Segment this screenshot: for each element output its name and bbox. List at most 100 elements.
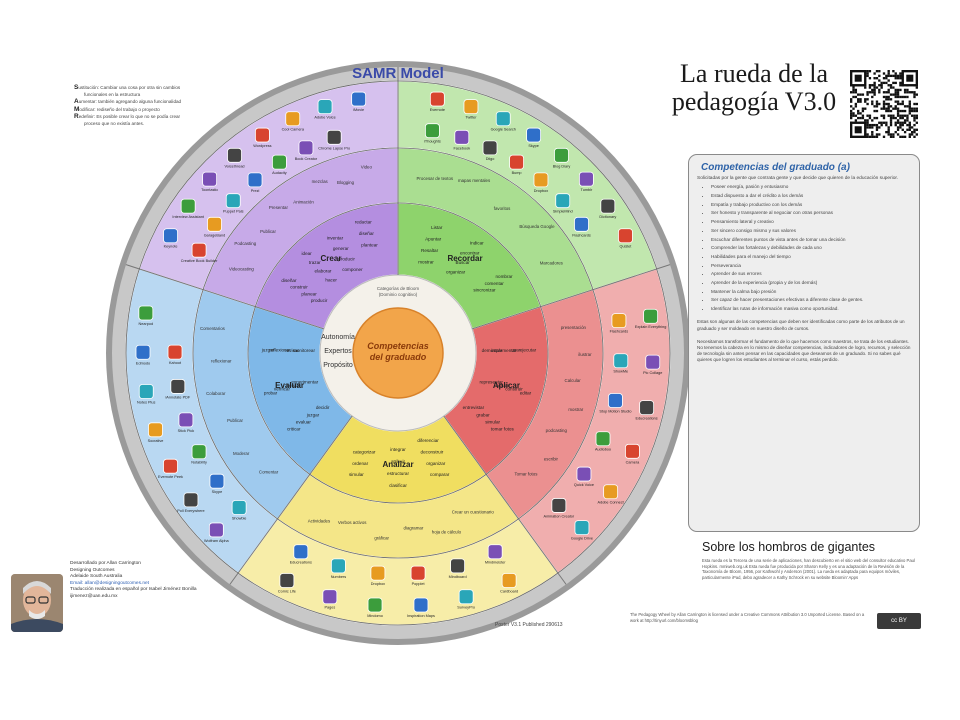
app-icon: Adobe Voice [314,99,336,120]
verb-label: nombrar [495,274,513,279]
bloom-caption: Categorías de Bloom [377,286,420,291]
app-label: Book Creator [295,157,318,161]
verb-label: tomar fotos [491,427,515,432]
verb-label: diferenciar [417,438,439,443]
samr-initial: M [74,105,80,113]
wheel-ring-line [125,80,671,626]
verb-label: simular [349,472,364,477]
app-label: Adobe Connect [598,501,625,505]
app-icon-tile [207,216,222,232]
app-label: Skype [212,490,223,494]
app-icon: Audioboo [595,431,611,452]
samr-legend-line: Sustitución: Cambiar una cosa por otra s… [74,84,274,91]
app-icon: Creative Book Builder [181,242,218,263]
activity-label: Podcasting [234,241,256,246]
app-label: Interview Assistant [172,215,204,219]
app-icon: Dictionary [599,198,616,219]
verb-label: comparar [430,472,450,477]
author-credits: Desarrollado por Allan Carrington Design… [70,561,220,601]
author-location: Adelaide South Australia [70,574,123,580]
app-icon: Audacity [272,154,287,175]
competencia-item: Escuchar diferentes puntos de vista ante… [711,237,911,243]
title-line-1: La rueda de la [680,59,828,88]
app-icon-tile [429,91,445,107]
verb-label: construir [505,387,523,392]
activity-label: Animación [293,199,314,204]
app-label: Adobe Voice [314,116,335,120]
license-text[interactable]: The Pedagogy Wheel by Allan Carrington i… [630,612,865,623]
verb-label: debatir [286,383,301,388]
app-icon-tile [247,172,263,188]
app-label: Popplet [412,582,426,586]
app-icon-tile [645,354,661,370]
wheel-divider [443,415,567,585]
samr-legend-line: funcionales en la estructura [74,91,274,98]
app-label: Stop Motion Studio [599,410,631,414]
giants-text: Esta rueda es la Tercera de una serie de… [702,558,915,580]
activity-label: escribir [544,457,559,462]
samr-legend: Sustitución: Cambiar una cosa por otra s… [74,84,274,127]
verb-label: comentar [485,281,505,286]
app-icon: Book Creator [295,140,318,161]
competencia-item: Perseverancia [711,263,911,269]
app-label: Pages [324,606,335,610]
activity-label: Comentarios [200,326,226,331]
app-icon-tile [463,99,479,115]
verb-label: demostrar [482,348,503,353]
bloom-category-label: Evaluar [275,381,304,390]
app-icon-tile [225,193,241,209]
app-icon: Cool Camera [282,111,305,132]
competencias-list: Poseer energía, pasión y entusiasmoEstad… [697,184,911,312]
verb-label: atribuir [391,459,406,464]
verb-label: generar [333,246,349,251]
verb-label: implementar [491,348,517,353]
app-icon-tile [595,431,611,447]
app-icon-tile [191,444,207,460]
samr-legend-text: ustitución: Cambiar una cosa por otra si… [78,85,181,90]
app-icon: Facebook [453,129,470,150]
verb-label: Apuntar [425,236,442,241]
activity-label: Calcular [565,378,582,383]
bloom-category-label: Recordar [447,254,482,263]
author-email[interactable]: Email: allan@designingoutcomes.net [70,580,149,586]
verb-label: grabar [476,412,490,417]
app-label: ShowMe [613,370,628,374]
verb-label: monitorear [293,348,315,353]
app-icon-tile [574,216,589,232]
app-label: Nearpod [139,322,154,326]
competencia-item: Estad dispuesto a dar el crédito a los d… [711,193,911,199]
verb-label: editar [520,390,532,395]
activity-label: diagramar [404,525,424,530]
verb-label: idear [302,251,313,256]
app-icon: Animation Creator [544,498,575,518]
app-icon-tile [163,228,178,244]
app-icon-tile [551,498,567,513]
app-icon-tile [331,558,346,574]
app-icon: Adobe Connect [598,484,625,505]
app-icon-tile [425,123,440,139]
activity-label: favoritos [494,206,511,211]
samr-initial: R [74,112,79,120]
app-label: Flashcards [610,330,629,334]
app-icon-tile [555,193,571,209]
app-icon: Numbers [331,558,346,579]
app-icon-tile [148,422,163,438]
app-label: Edmodo [136,361,150,365]
verb-label: Listar [431,225,443,230]
app-icon-tile [170,379,186,394]
app-icon-tile [351,91,367,107]
app-label: Pic Collage [643,371,662,375]
app-icon: Kahoot [167,344,183,365]
verb-label: redactar [355,220,372,225]
activity-label: Presentar [269,205,289,210]
creative-commons-badge[interactable]: cc BY [877,613,921,629]
activity-label: gráficar [374,535,389,540]
qr-code-icon[interactable] [849,70,919,138]
app-icon: Socrative [148,422,163,443]
app-label: Blog Diary [553,164,571,168]
verb-label: Buscar [456,260,471,265]
app-icon-tile [370,565,386,581]
verb-label: organizar [446,270,466,275]
competencia-item: Ser honesto y transparente al negociar c… [711,210,911,216]
verb-label: organizar [426,461,446,466]
